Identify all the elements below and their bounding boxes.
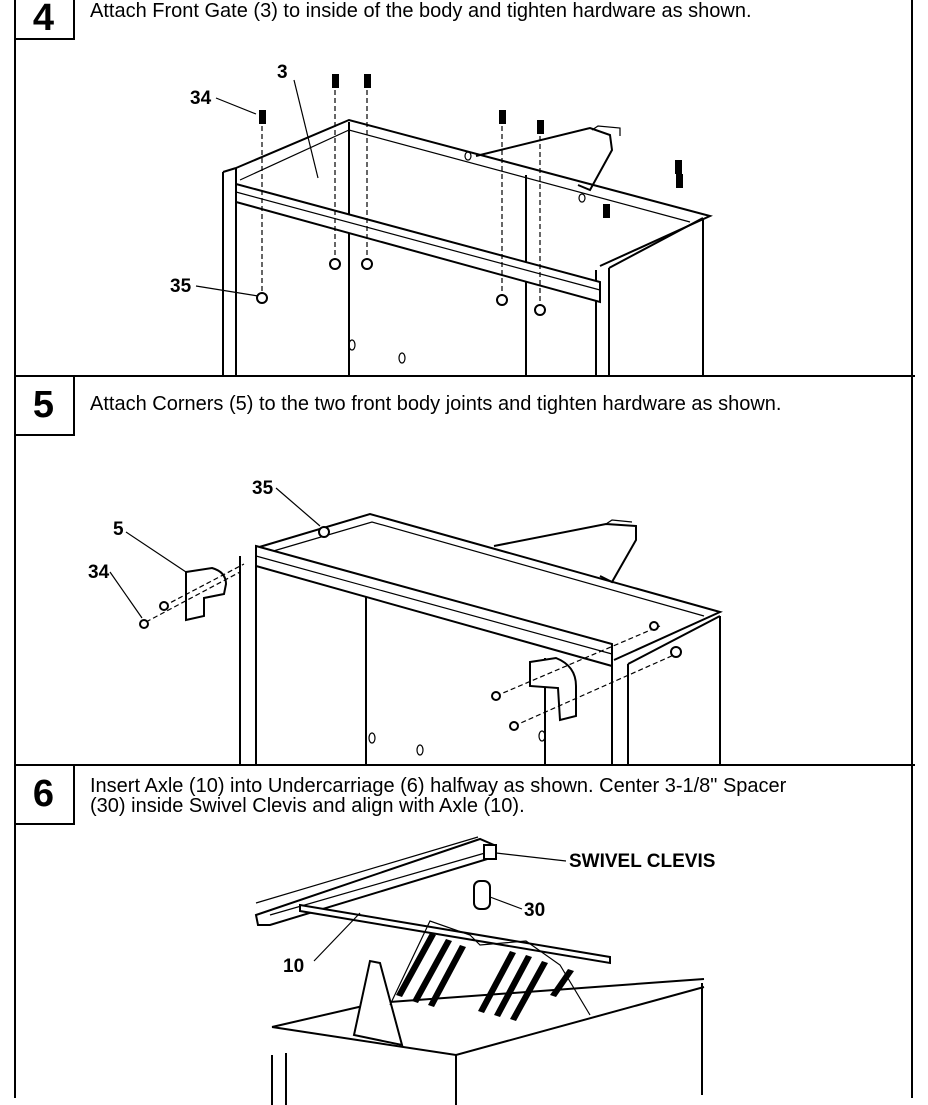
step-number: 5 — [14, 376, 75, 436]
step-number: 6 — [14, 765, 75, 825]
page-frame — [14, 0, 913, 1098]
callout-spacer: 30 — [524, 900, 546, 921]
step-divider — [14, 375, 915, 377]
step-instruction: Attach Front Gate (3) to inside of the b… — [90, 0, 752, 22]
callout-corner: 5 — [113, 519, 124, 540]
step-divider — [14, 764, 915, 766]
step-instruction-line-1: Insert Axle (10) into Undercarriage (6) … — [90, 775, 787, 797]
callout-axle: 10 — [283, 956, 305, 977]
step-5-illustration — [109, 487, 723, 766]
step-6-illustration — [254, 836, 705, 1105]
step-number: 4 — [14, 0, 75, 40]
step-4-illustration — [195, 74, 713, 375]
callout-gate: 3 — [277, 62, 288, 83]
callout-swivel-clevis: SWIVEL CLEVIS — [569, 851, 716, 872]
callout-bolt: 34 — [190, 88, 212, 109]
callout-bolt: 34 — [88, 562, 110, 583]
callout-nut: 35 — [252, 478, 274, 499]
step-instruction-line-2: (30) inside Swivel Clevis and align with… — [90, 795, 525, 817]
step-instruction: Attach Corners (5) to the two front body… — [90, 393, 782, 415]
callout-nut: 35 — [170, 276, 192, 297]
